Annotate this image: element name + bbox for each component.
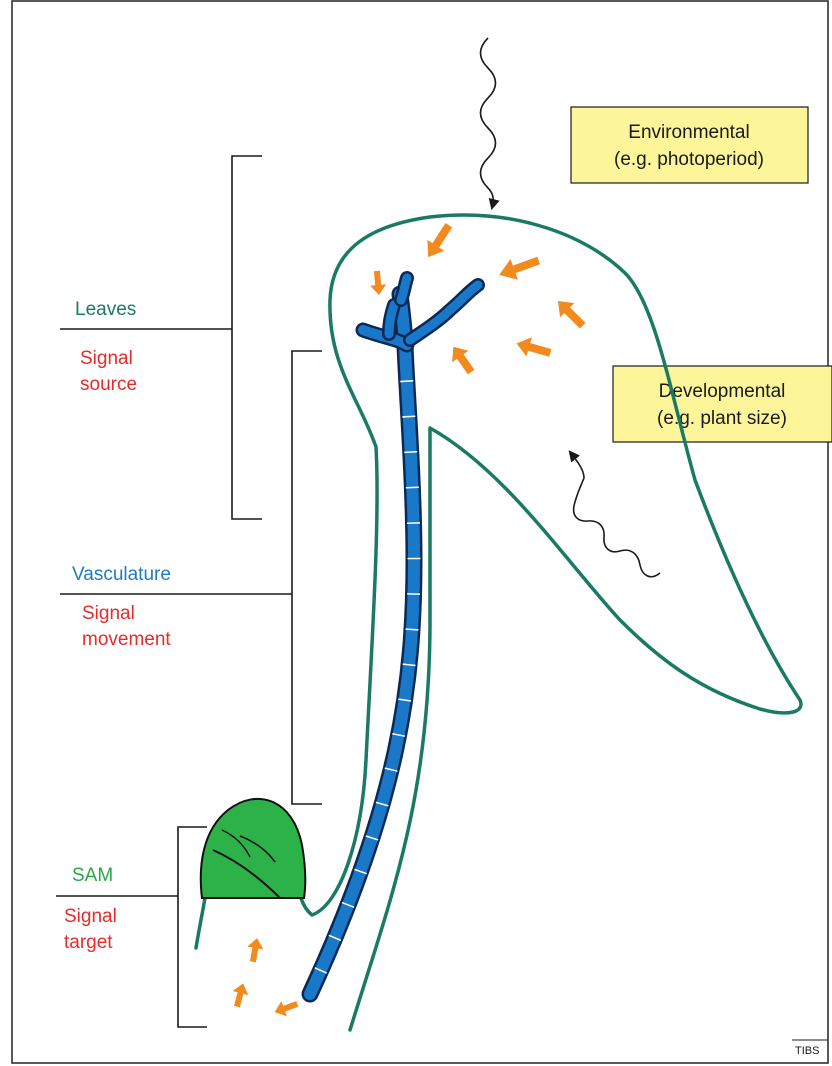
leaves-role-line-1: Signal: [80, 348, 133, 369]
environmental-callout: Environmental (e.g. photoperiod): [571, 107, 808, 183]
sam-dome: [201, 799, 306, 898]
sam-bracket: [56, 827, 207, 1027]
signal-arrow: [369, 270, 387, 295]
vasculature-role-line-1: Signal: [82, 603, 135, 624]
environmental-stimulus-arrow: [481, 38, 496, 208]
developmental-stimulus-arrow: [570, 452, 660, 577]
leaves-label: Leaves: [75, 299, 136, 320]
environmental-callout-line-2: (e.g. photoperiod): [614, 149, 764, 170]
vasculature-label: Vasculature: [72, 564, 171, 585]
signal-arrow: [245, 937, 265, 963]
sam-lower-outline: [196, 898, 205, 948]
signal-arrow: [420, 220, 457, 263]
signal-arrow: [551, 294, 590, 333]
vasculature-role-line-2: movement: [82, 629, 171, 650]
developmental-callout-line-1: Developmental: [659, 381, 786, 402]
signal-arrow: [495, 250, 542, 285]
signal-arrow: [514, 334, 553, 363]
corner-tag: TIBS: [795, 1045, 819, 1057]
developmental-callout: Developmental (e.g. plant size): [613, 366, 832, 442]
leaves-bracket: [60, 156, 262, 519]
sam-role-line-2: target: [64, 932, 113, 953]
environmental-callout-line-1: Environmental: [628, 122, 749, 143]
signal-arrow: [272, 996, 300, 1019]
signal-arrow: [229, 981, 251, 1008]
leaves-role-line-2: source: [80, 374, 137, 395]
sam-label: SAM: [72, 865, 113, 886]
sam-role-line-1: Signal: [64, 906, 117, 927]
signal-arrow: [445, 341, 479, 378]
